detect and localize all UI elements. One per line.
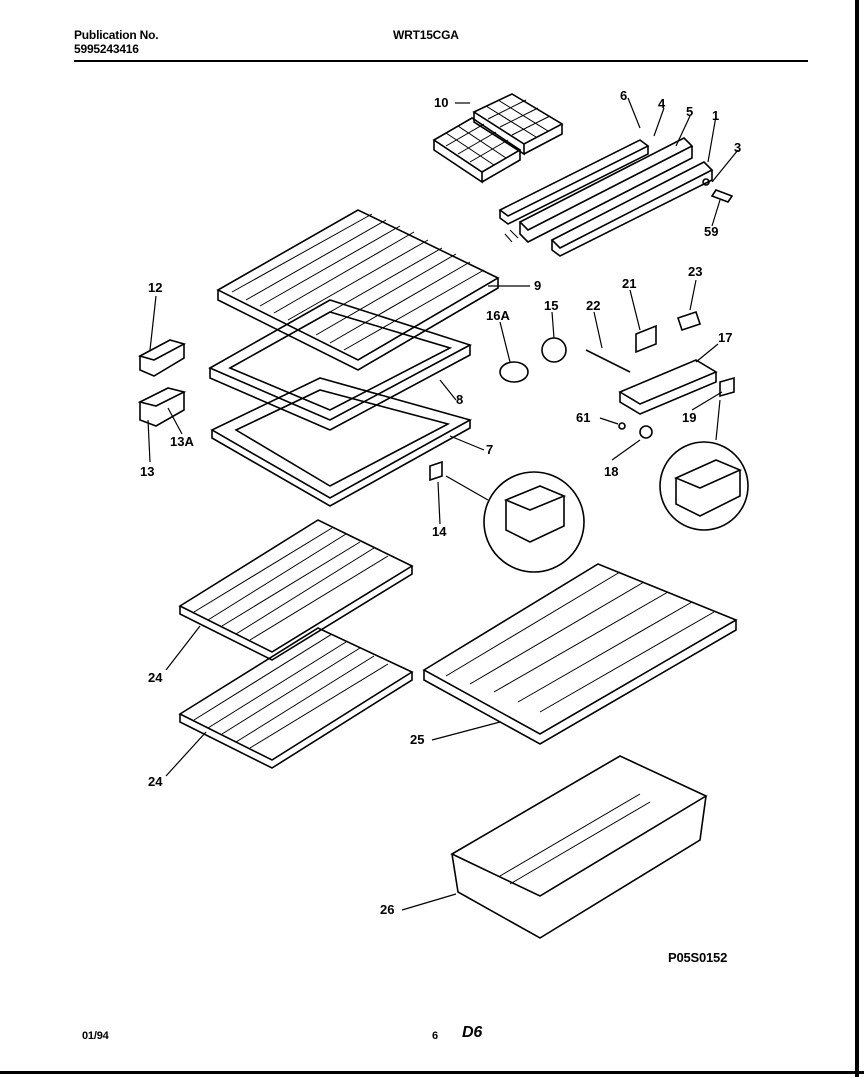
callout-6: 6 bbox=[620, 88, 627, 103]
callout-8: 8 bbox=[456, 392, 463, 407]
dairy-door-parts bbox=[137, 339, 187, 427]
callout-9: 9 bbox=[534, 278, 541, 293]
callout-24-upper: 24 bbox=[148, 670, 163, 685]
light-control-parts bbox=[429, 310, 735, 482]
publication-number: 5995243416 bbox=[74, 42, 139, 56]
callout-24-lower: 24 bbox=[148, 774, 163, 789]
footer-date: 01/94 bbox=[82, 1030, 109, 1042]
callout-14: 14 bbox=[432, 524, 447, 539]
publication-label: Publication No. bbox=[74, 28, 159, 42]
callout-3: 3 bbox=[734, 140, 741, 155]
crisper-shelf-part bbox=[422, 563, 738, 745]
page-border-right bbox=[855, 0, 859, 1077]
callout-59: 59 bbox=[704, 224, 718, 239]
diagram-code: P05S0152 bbox=[668, 950, 728, 965]
callout-7: 7 bbox=[486, 442, 493, 457]
leader-lines bbox=[147, 97, 739, 911]
callout-1: 1 bbox=[712, 108, 719, 123]
footer-page: 6 bbox=[432, 1030, 438, 1042]
callout-23: 23 bbox=[688, 264, 702, 279]
wire-shelf-lower bbox=[178, 627, 414, 769]
freezer-shelf-part bbox=[216, 209, 500, 371]
callout-5: 5 bbox=[686, 104, 693, 119]
callout-18: 18 bbox=[604, 464, 618, 479]
callout-15: 15 bbox=[544, 298, 558, 313]
callout-4: 4 bbox=[658, 96, 666, 111]
callout-10: 10 bbox=[434, 95, 448, 110]
callout-22: 22 bbox=[586, 298, 600, 313]
header-rule bbox=[74, 60, 808, 62]
callout-13a: 13A bbox=[170, 434, 194, 449]
callout-26: 26 bbox=[380, 902, 394, 917]
footer-section: D6 bbox=[462, 1024, 483, 1041]
detail-circle-switch bbox=[483, 471, 585, 573]
model-number: WRT15CGA bbox=[393, 28, 459, 42]
callout-19: 19 bbox=[682, 410, 696, 425]
detail-circle-switch-2 bbox=[659, 441, 749, 531]
freezer-rail-parts bbox=[498, 137, 734, 257]
callout-16a: 16A bbox=[486, 308, 510, 323]
callout-61: 61 bbox=[576, 410, 590, 425]
callout-12: 12 bbox=[148, 280, 162, 295]
callout-13: 13 bbox=[140, 464, 154, 479]
crisper-glass-part bbox=[210, 377, 473, 507]
callout-25: 25 bbox=[410, 732, 424, 747]
callout-17: 17 bbox=[718, 330, 732, 345]
crisper-pan-part bbox=[450, 755, 708, 939]
ice-tray-part bbox=[432, 93, 564, 184]
page-border-bottom bbox=[0, 1071, 864, 1074]
callout-21: 21 bbox=[622, 276, 636, 291]
wire-shelf-upper bbox=[178, 519, 414, 661]
crisper-cover-frame-part bbox=[208, 299, 473, 431]
